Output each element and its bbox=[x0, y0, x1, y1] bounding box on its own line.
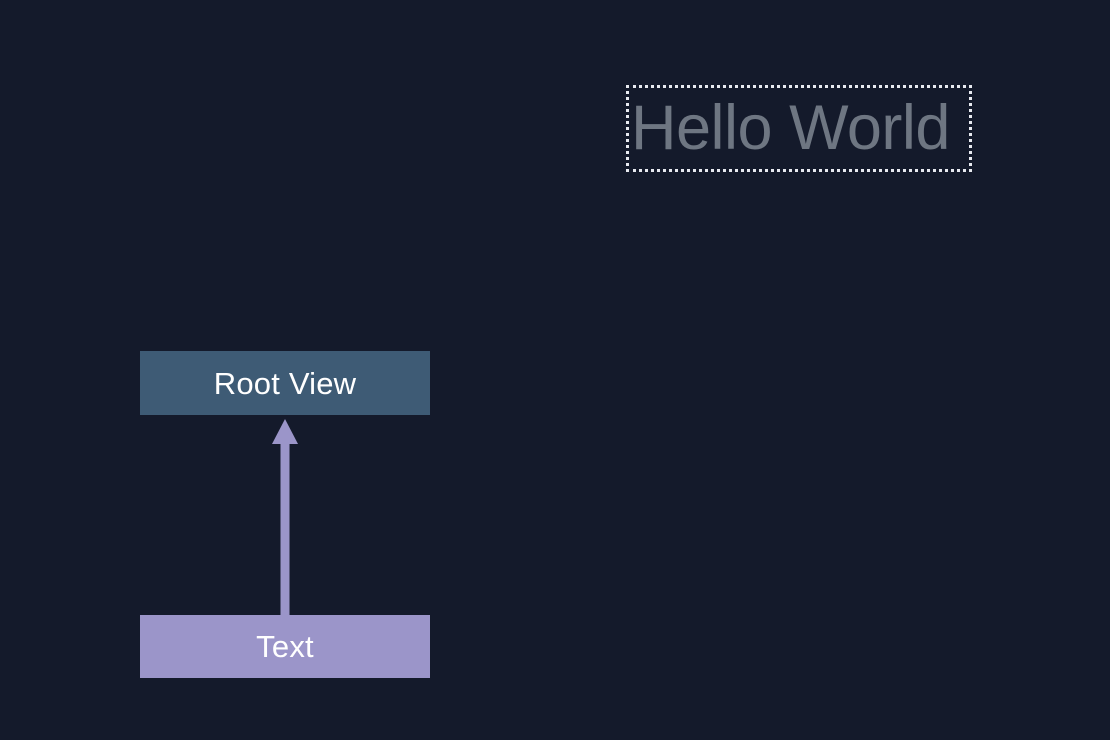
edge-text-to-root-view bbox=[272, 419, 298, 625]
node-root-view-label: Root View bbox=[213, 365, 357, 401]
preview-text-label: Hello World bbox=[631, 93, 950, 163]
edge-arrowhead-icon bbox=[272, 419, 298, 444]
node-root-view[interactable]: Root View bbox=[140, 351, 430, 415]
node-text[interactable]: Text bbox=[140, 615, 430, 678]
preview-text-selection[interactable]: Hello World bbox=[626, 85, 972, 172]
node-text-label: Text bbox=[256, 629, 314, 664]
